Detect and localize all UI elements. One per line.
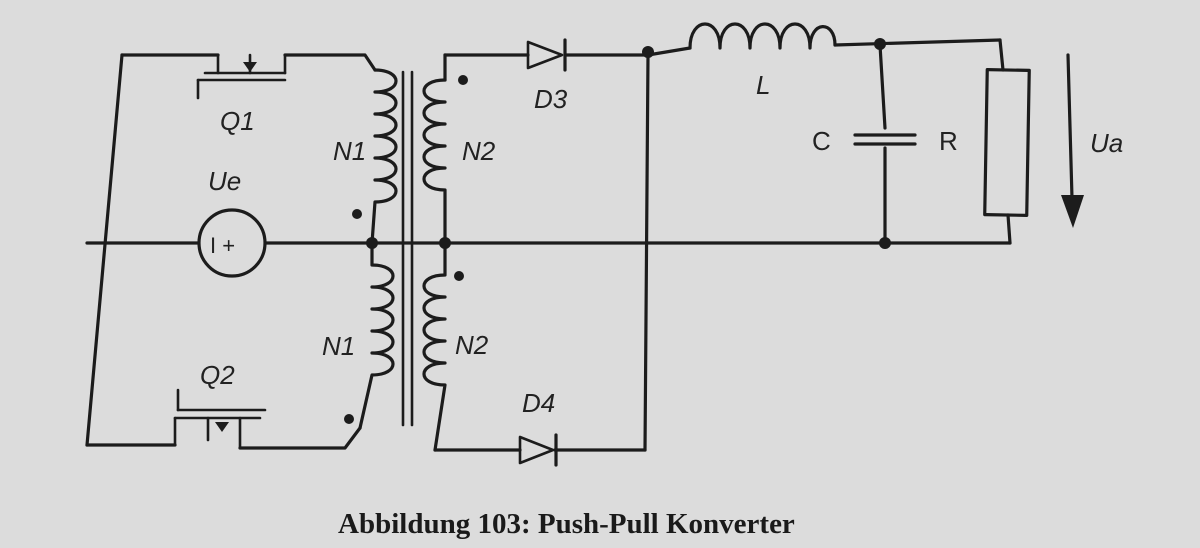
secondary-coil-top <box>422 78 447 245</box>
label-ue: Ue <box>208 166 241 196</box>
junction-dot <box>874 38 886 50</box>
junction-dots <box>366 38 891 249</box>
junction-dot <box>642 46 654 58</box>
label-c: C <box>812 126 831 156</box>
primary-wiring <box>85 53 377 450</box>
junction-dot <box>366 237 378 249</box>
output-voltage-arrow <box>1061 53 1084 228</box>
transformer <box>344 68 468 452</box>
capacitor-c <box>853 133 917 146</box>
voltage-source-ue <box>197 208 267 278</box>
label-d3: D3 <box>534 84 568 114</box>
figure-caption: Abbildung 103: Push-Pull Konverter <box>338 508 795 540</box>
label-n2-bottom: N2 <box>455 330 489 360</box>
junction-dot <box>879 237 891 249</box>
inductor-l <box>688 22 837 50</box>
mosfet-q1 <box>196 53 287 100</box>
primary-coil-bottom <box>358 241 395 430</box>
mosfet-q2 <box>173 388 267 450</box>
label-n1-top: N1 <box>333 136 366 166</box>
label-q2: Q2 <box>200 360 235 390</box>
diode-d4 <box>518 433 558 467</box>
label-n1-bottom: N1 <box>322 331 355 361</box>
secondary-coil-bottom <box>422 241 447 452</box>
label-ua: Ua <box>1090 128 1123 158</box>
label-r: R <box>939 126 958 156</box>
label-l: L <box>756 70 770 100</box>
secondary-wiring <box>370 38 1012 452</box>
label-n2-top: N2 <box>462 136 496 166</box>
label-q1: Q1 <box>220 106 255 136</box>
primary-coil-top <box>370 68 398 245</box>
diode-d3 <box>526 38 567 72</box>
label-d4: D4 <box>522 388 555 418</box>
resistor-r <box>983 68 1031 217</box>
source-symbol: I + <box>210 233 235 258</box>
junction-dot <box>439 237 451 249</box>
